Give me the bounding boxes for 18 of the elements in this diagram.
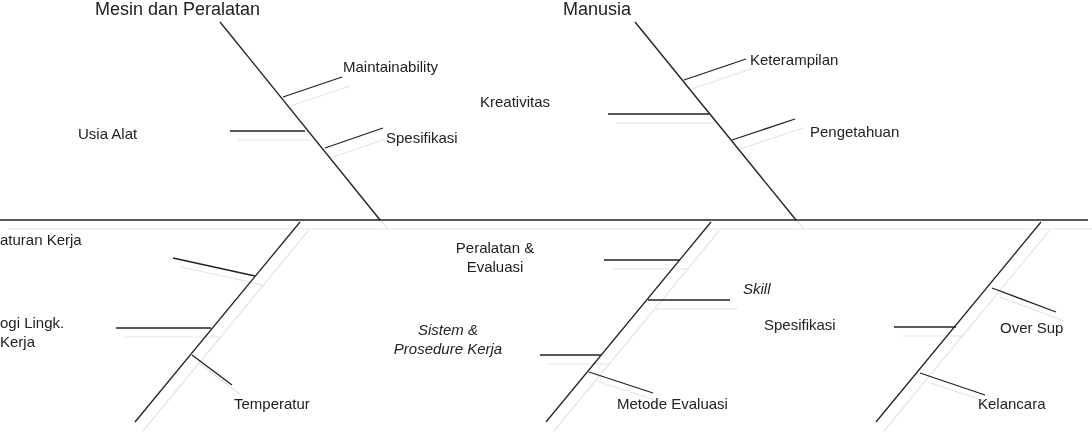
cause-label: Temperatur	[234, 394, 310, 413]
cause-label: Sistem & Prosedure Kerja	[392, 320, 504, 358]
cause-label: Spesifikasi	[386, 128, 458, 147]
cause-label: Spesifikasi	[764, 315, 836, 334]
cause-label: Skill	[743, 279, 771, 298]
category-label: Manusia	[563, 0, 632, 19]
category-label: Mesin dan Peralatan	[95, 0, 261, 19]
cause-label: Peralatan & Evaluasi	[454, 238, 536, 276]
cause-label: Usia Alat	[78, 124, 138, 143]
cause-label: aturan Kerja	[0, 230, 82, 249]
cause-label: Keterampilan	[750, 50, 839, 69]
cause-label: Metode Evaluasi	[617, 394, 728, 413]
cause-label: ogi Lingk. Kerja	[0, 313, 66, 351]
cause-label: Kelancara	[978, 394, 1046, 413]
cause-label: Maintainability	[343, 57, 439, 76]
cause-label: Over Sup	[1000, 318, 1064, 337]
cause-label: Pengetahuan	[810, 122, 900, 141]
cause-label: Kreativitas	[480, 92, 551, 111]
